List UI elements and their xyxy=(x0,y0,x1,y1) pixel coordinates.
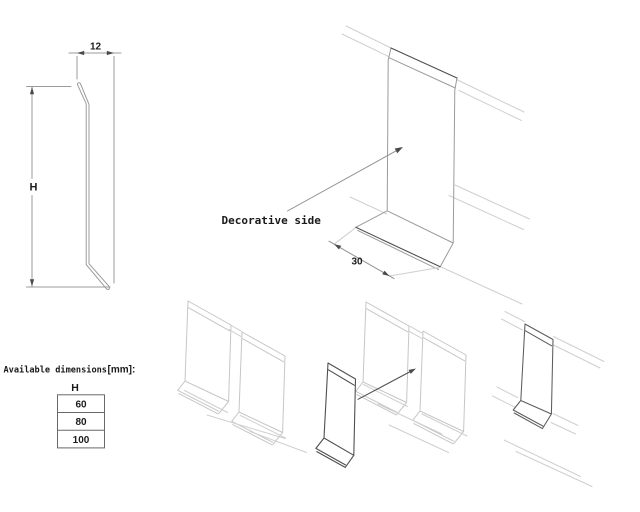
dim30-arrow-right xyxy=(382,270,390,276)
skirting-piece-body xyxy=(355,47,458,271)
table-row-value-60: 60 xyxy=(75,400,87,411)
dim30-arrow-left xyxy=(334,244,342,250)
floor-lines xyxy=(349,184,530,305)
dimensions-table: 60 80 100 xyxy=(57,394,105,449)
table-row-value-80: 80 xyxy=(75,417,87,428)
installed-skirting-piece-1 xyxy=(177,300,232,415)
installation-direction-arrow xyxy=(357,368,416,400)
install-arrowhead xyxy=(408,368,416,374)
wall-and-floor-lines xyxy=(184,311,605,487)
dim30-extension-lines xyxy=(334,227,441,277)
installation-sequence-view xyxy=(177,300,605,487)
callout-arrowhead xyxy=(394,147,403,154)
table-border xyxy=(57,394,105,449)
decorative-side-callout: Decorative side xyxy=(222,147,403,227)
isometric-main-view: 30 Decorative side xyxy=(222,25,530,305)
installed-skirting-piece-2 xyxy=(231,331,286,446)
callout-leader-line xyxy=(287,150,397,212)
dim12-arrow-right xyxy=(106,50,114,56)
profile-height-dim-label: H xyxy=(30,182,38,194)
installed-skirting-piece-3 xyxy=(355,301,410,416)
flange-depth-dim-label: 30 xyxy=(351,257,363,268)
flange-depth-dimension: 30 xyxy=(328,227,441,280)
table-header-h: H xyxy=(71,382,79,394)
dimH-arrow-bottom xyxy=(29,279,35,287)
available-dimensions-title: Available dimensions xyxy=(4,365,107,376)
dim12-arrow-left xyxy=(77,50,85,56)
available-dimensions-panel: Available dimensions [mm]: H 60 80 100 xyxy=(4,365,136,449)
profile-section-view: 12 H xyxy=(26,42,122,290)
table-row-value-100: 100 xyxy=(73,435,90,446)
table-row-dividers xyxy=(57,412,105,431)
wall-lines xyxy=(341,25,525,121)
dimension-lines xyxy=(26,52,122,288)
installed-skirting-piece-4 xyxy=(412,330,467,445)
profile-width-dim-label: 12 xyxy=(90,42,102,53)
unit-label: [mm]: xyxy=(108,365,136,376)
skirting-profile-outline xyxy=(76,82,111,290)
install-arrow-line xyxy=(357,371,411,400)
highlighted-installed-piece xyxy=(512,323,554,430)
dimH-arrow-top xyxy=(29,87,35,95)
detached-skirting-piece xyxy=(315,362,357,468)
skirting-piece-dark-edges xyxy=(355,47,458,268)
decorative-side-label: Decorative side xyxy=(222,214,322,227)
